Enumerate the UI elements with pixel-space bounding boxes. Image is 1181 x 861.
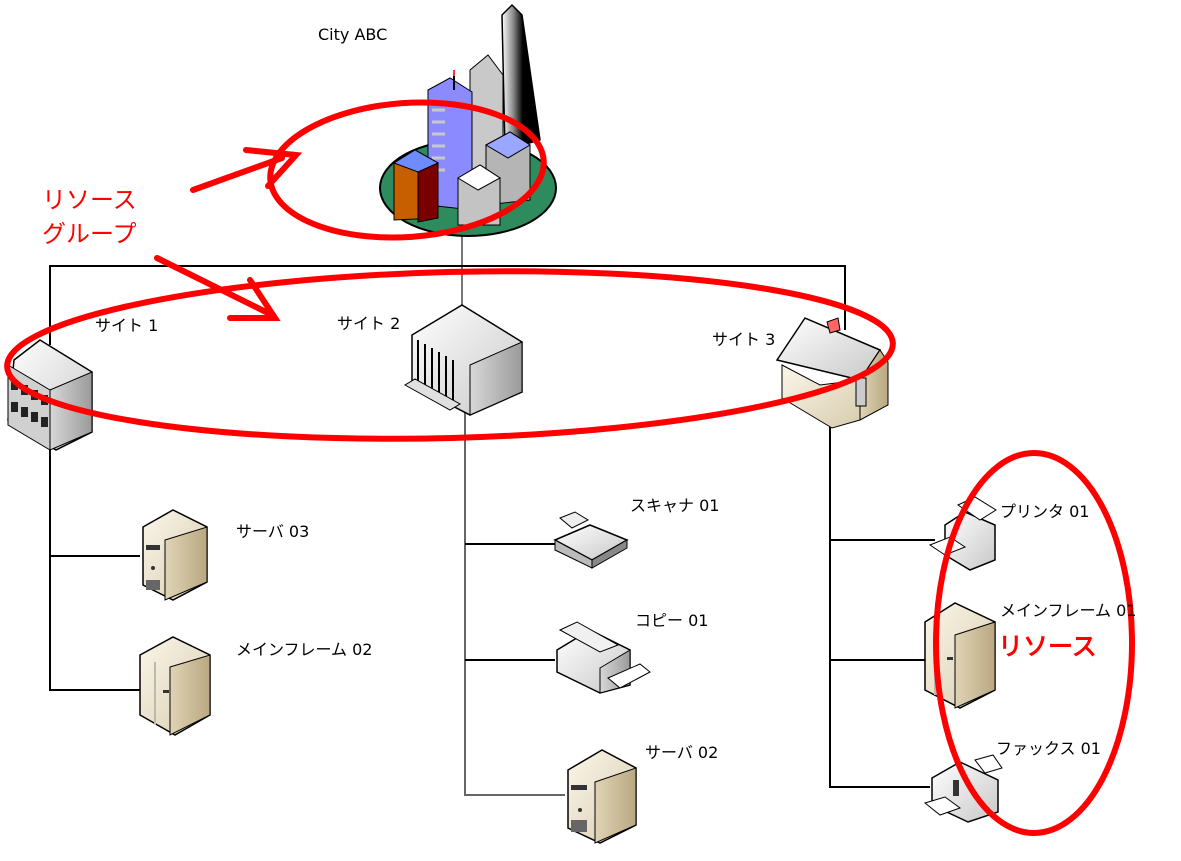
server-icon bbox=[567, 749, 637, 844]
arrow-to-city bbox=[190, 147, 303, 193]
site-bus-line bbox=[49, 265, 846, 345]
site3-branch-line bbox=[829, 425, 930, 788]
site1-branch-line bbox=[49, 445, 140, 691]
resource-label: プリンタ 01 bbox=[1000, 502, 1090, 521]
office-building-icon bbox=[7, 339, 93, 451]
resource-annotation: リソース bbox=[998, 632, 1097, 661]
mainframe-icon bbox=[139, 636, 211, 736]
resource-label: サーバ 02 bbox=[645, 743, 719, 762]
connector-lines bbox=[49, 228, 935, 796]
root-label: City ABC bbox=[318, 25, 388, 44]
resource-group-annotation-line1: リソース bbox=[42, 186, 137, 214]
arrow-to-sites bbox=[154, 255, 281, 321]
site2-branch-line bbox=[464, 405, 565, 796]
mainframe-icon bbox=[924, 602, 996, 709]
scanner-icon bbox=[553, 511, 629, 569]
resource-label: サーバ 03 bbox=[236, 522, 310, 541]
resource-label: メインフレーム 01 bbox=[1000, 601, 1137, 620]
resource-label: ファックス 01 bbox=[996, 739, 1101, 758]
site-group-highlight-ellipse bbox=[4, 268, 896, 442]
house-icon bbox=[775, 317, 889, 429]
copier-icon bbox=[556, 621, 651, 694]
annotation-marks bbox=[4, 99, 1135, 836]
resource-label: スキャナ 01 bbox=[630, 496, 720, 515]
resource-label: メインフレーム 02 bbox=[236, 640, 373, 659]
resource-group-annotation-line2: グループ bbox=[42, 220, 137, 248]
server-icon bbox=[142, 509, 208, 601]
resource-highlight-ellipse bbox=[933, 450, 1135, 836]
site-label: サイト 2 bbox=[337, 314, 401, 333]
store-building-icon bbox=[404, 304, 523, 416]
site-label: サイト 3 bbox=[712, 330, 776, 349]
city-icon bbox=[379, 3, 557, 237]
site-label: サイト 1 bbox=[95, 316, 159, 335]
resource-label: コピー 01 bbox=[635, 611, 709, 630]
